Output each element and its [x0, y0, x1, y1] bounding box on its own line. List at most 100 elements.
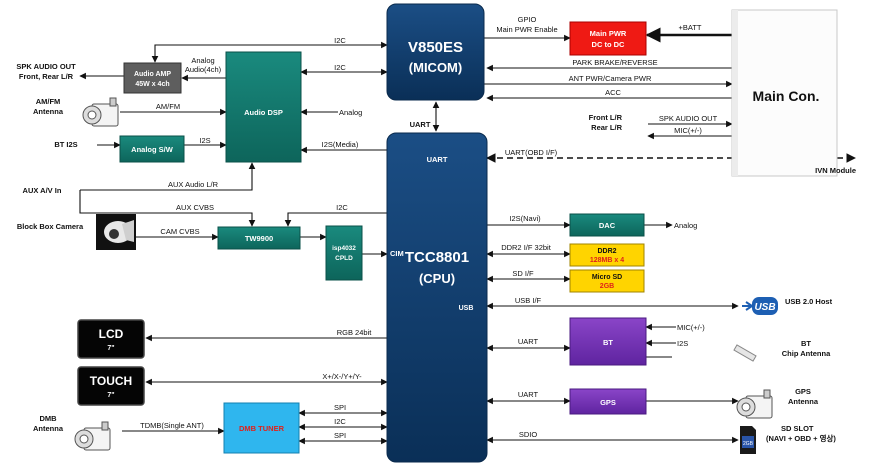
- sd-card-icon: 2GB: [740, 426, 756, 454]
- aux-audio-line: [80, 162, 256, 191]
- microsd-block: Micro SD 2GB: [569, 269, 645, 293]
- amfm-antenna-sub: Antenna: [33, 107, 64, 116]
- gps-block: GPS: [569, 388, 647, 415]
- sig-i2s-media: I2S(Media): [322, 140, 359, 149]
- sig-analog-out: Analog: [674, 221, 697, 230]
- touch-line1: TOUCH: [90, 374, 132, 388]
- dmb-tuner-label: DMB TUNER: [239, 424, 285, 433]
- sig-amfm: AM/FM: [156, 102, 180, 111]
- touch-line2: 7": [107, 392, 114, 399]
- gps-antenna-connector-icon: [736, 389, 773, 419]
- bt-antenna-label: BT: [801, 339, 811, 348]
- sig-analog-audio-1: Analog: [191, 56, 214, 65]
- analog-sw-block: Analog S/W: [119, 135, 185, 163]
- block-box-camera-label: Block Box Camera: [17, 222, 84, 231]
- micom-subtitle: (MICOM): [409, 60, 462, 75]
- i2c-amp-line: [151, 41, 388, 63]
- bt-label: BT: [603, 338, 613, 347]
- main-pwr-block: Main PWR DC to DC: [569, 21, 647, 56]
- audio-amp-line1: Audio AMP: [134, 71, 171, 78]
- audio-amp-line2: 45W x 4ch: [135, 81, 169, 88]
- sig-usb-if: USB I/F: [515, 296, 542, 305]
- sig-i2c-dsp: I2C: [334, 63, 346, 72]
- audio-amp-block: Audio AMP 45W x 4ch: [123, 62, 182, 94]
- bt-block: BT: [569, 317, 647, 366]
- usb-logo-icon: USB: [742, 297, 778, 315]
- sig-i2c-dmb: I2C: [334, 417, 346, 426]
- cpu-title: TCC8801: [405, 249, 469, 266]
- sig-analog-audio-2: Audio(4ch): [185, 65, 222, 74]
- micom-title: V850ES: [408, 39, 463, 56]
- gps-antenna-label: GPS: [795, 387, 811, 396]
- sig-spi2: SPI: [334, 431, 346, 440]
- sig-cam-cvbs: CAM CVBS: [160, 227, 199, 236]
- lcd-line2: 7": [107, 345, 114, 352]
- sig-i2s-bt: I2S: [199, 136, 210, 145]
- ddr2-line1: DDR2: [597, 248, 616, 255]
- sd-slot-sub: (NAVI + OBD + 영상): [766, 433, 836, 443]
- sig-gpio-1: GPIO: [518, 15, 537, 24]
- sig-aux-audio: AUX Audio L/R: [168, 180, 219, 189]
- sig-spk-out-r: SPK AUDIO OUT: [659, 114, 718, 123]
- gps-label: GPS: [600, 398, 616, 407]
- touch-block: TOUCH 7": [77, 366, 145, 406]
- sig-uart-gps: UART: [518, 390, 539, 399]
- tw9900-block: TW9900: [217, 226, 301, 250]
- lcd-block: LCD 7": [77, 319, 145, 359]
- sig-acc: ACC: [605, 88, 621, 97]
- cpu-cim-label: CIM: [390, 249, 404, 258]
- dmb-antenna-label: DMB: [39, 414, 57, 423]
- microsd-line2: 2GB: [600, 283, 614, 290]
- cpu-uart-label: UART: [427, 155, 448, 164]
- sig-i2s-navi: I2S(Navi): [509, 214, 541, 223]
- sig-uart-bt: UART: [518, 337, 539, 346]
- front-rear-label: Front L/R: [589, 113, 623, 122]
- lcd-line1: LCD: [99, 327, 124, 341]
- tw9900-label: TW9900: [245, 234, 273, 243]
- bt-antenna-sub: Chip Antenna: [782, 349, 831, 358]
- sig-aux-cvbs: AUX CVBS: [176, 203, 214, 212]
- sig-batt: +BATT: [679, 23, 702, 32]
- sig-uart-obd: UART(OBD I/F): [505, 148, 558, 157]
- sd-slot-label: SD SLOT: [781, 424, 814, 433]
- dmb-antenna-sub: Antenna: [33, 424, 64, 433]
- audio-dsp-label: Audio DSP: [244, 108, 283, 117]
- audio-dsp-block: Audio DSP: [225, 51, 302, 163]
- ivn-module-label: IVN Module: [815, 166, 856, 175]
- dac-label: DAC: [599, 221, 616, 230]
- sig-tdmb: TDMB(Single ANT): [140, 421, 204, 430]
- cpu-block: UART TCC8801 (CPU) USB: [386, 132, 488, 463]
- uart-link-label: UART: [410, 120, 431, 129]
- i2c-tw-line: [284, 212, 387, 227]
- analog-sw-label: Analog S/W: [131, 145, 174, 154]
- sig-park-brake: PARK BRAKE/REVERSE: [572, 58, 657, 67]
- sd-card-label: 2GB: [743, 441, 754, 447]
- camera-icon: [96, 214, 136, 250]
- ddr2-line2: 128MB x 4: [590, 257, 624, 264]
- cpu-subtitle: (CPU): [419, 271, 455, 286]
- main-con-block: Main Con.: [731, 9, 838, 177]
- microsd-line1: Micro SD: [592, 274, 622, 281]
- connections: [79, 27, 856, 445]
- aux-cvbs-line: [79, 190, 256, 227]
- spk-audio-out-sub: Front, Rear L/R: [19, 72, 74, 81]
- sig-sd-if: SD I/F: [512, 269, 534, 278]
- dmb-tuner-block: DMB TUNER: [223, 402, 300, 454]
- sig-mic-r: MIC(+/-): [674, 126, 702, 135]
- sig-mic-bt: MIC(+/-): [677, 323, 705, 332]
- gps-antenna-sub: Antenna: [788, 397, 819, 406]
- main-con-label: Main Con.: [753, 88, 820, 104]
- usb-logo-text: USB: [754, 302, 775, 313]
- bt-chip-antenna-icon: [733, 344, 757, 362]
- isp-line2: CPLD: [335, 255, 353, 262]
- sig-i2c-tw: I2C: [336, 203, 348, 212]
- amfm-antenna-label: AM/FM: [36, 97, 61, 106]
- front-rear-sub: Rear L/R: [591, 123, 622, 132]
- sig-xy: X+/X-/Y+/Y-: [322, 372, 362, 381]
- main-pwr-line1: Main PWR: [590, 29, 627, 38]
- bt-i2s-label: BT I2S: [54, 140, 77, 149]
- sig-i2c-amp: I2C: [334, 36, 346, 45]
- isp-cpld-block: isp4032 CPLD: [325, 225, 363, 281]
- micom-block: V850ES (MICOM): [386, 3, 485, 101]
